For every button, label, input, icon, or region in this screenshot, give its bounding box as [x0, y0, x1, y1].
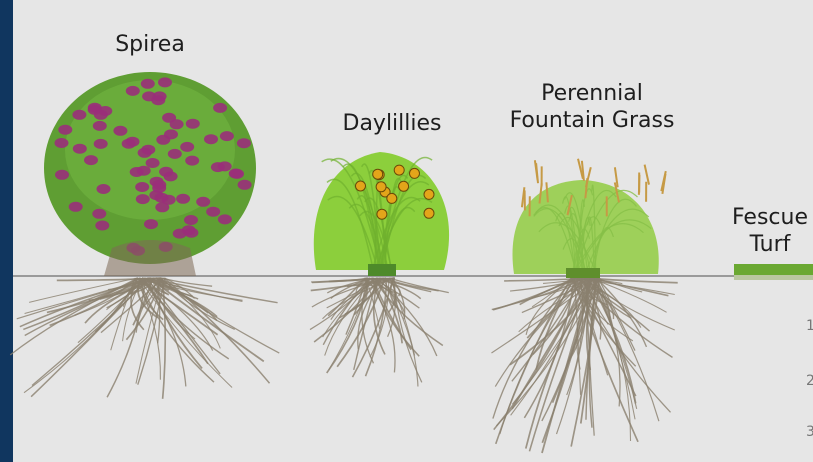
spirea-flower [238, 180, 252, 190]
spirea-flower [184, 215, 198, 225]
fountain-grass-label-line-1: Perennial [494, 80, 690, 107]
spirea-flower [218, 161, 232, 171]
spirea-flower [94, 110, 108, 120]
spirea-flower [84, 155, 98, 165]
spirea-flower [184, 228, 198, 238]
svg-text:2: 2 [806, 373, 813, 389]
spirea-flower [138, 148, 152, 158]
spirea-flower [72, 110, 86, 120]
spirea-shrub [44, 72, 256, 276]
fountain-grass-clump [512, 159, 665, 278]
daylily-flower [410, 168, 420, 178]
spirea-flower [126, 137, 140, 147]
spirea-flower [162, 195, 176, 205]
daylily-flower [424, 208, 434, 218]
fescue-turf-patch [734, 264, 813, 280]
fountain-grass-label-line-2: Fountain Grass [494, 107, 690, 134]
spirea-flower [94, 139, 108, 149]
spirea-flower [158, 77, 172, 87]
spirea-flower [146, 158, 160, 168]
spirea-flower [164, 129, 178, 139]
spirea-label: Spirea [104, 31, 196, 58]
spirea-flower [220, 131, 234, 141]
spirea-flower [135, 182, 149, 192]
daylily-flower [373, 169, 383, 179]
spirea-flower [230, 169, 244, 179]
daylily-flower [387, 193, 397, 203]
spirea-flower [69, 202, 83, 212]
spirea-flower [126, 86, 140, 96]
fountain-grass-label: Perennial Fountain Grass [494, 80, 690, 134]
daylily-roots [310, 278, 449, 386]
spirea-flower [73, 144, 87, 154]
spirea-flower [176, 194, 190, 204]
daylily-flower [394, 165, 404, 175]
spirea-flower [55, 170, 69, 180]
daylily-flower [399, 181, 409, 191]
spirea-flower [206, 207, 220, 217]
spirea-flower [168, 149, 182, 159]
daylily-flower [377, 209, 387, 219]
right-edge-ruler-marks: 1 2 3 [806, 318, 813, 440]
spirea-flower [186, 119, 200, 129]
daylily-flower [356, 181, 366, 191]
spirea-label-line: Spirea [104, 31, 196, 58]
daylilies-label-line: Daylillies [326, 110, 458, 137]
spirea-flower [170, 119, 184, 129]
spirea-flower [237, 138, 251, 148]
daylily-flower [424, 189, 434, 199]
spirea-flower [159, 167, 173, 177]
spirea-flower [137, 166, 151, 176]
spirea-flower [196, 197, 210, 207]
spirea-flower [153, 91, 167, 101]
spirea-flower [136, 194, 150, 204]
spirea-flower [93, 121, 107, 131]
spirea-flower [204, 134, 218, 144]
spirea-flower [141, 79, 155, 89]
fescue-turf-label-line-1: Fescue [728, 204, 812, 231]
spirea-flower [218, 214, 232, 224]
spirea-flower [144, 219, 158, 229]
grass-plume [535, 160, 538, 180]
daylily-clump [314, 152, 449, 276]
spirea-roots [10, 278, 279, 399]
spirea-flower [213, 103, 227, 113]
fescue-turf-label: Fescue Turf [728, 204, 812, 258]
spirea-flower [113, 126, 127, 136]
spirea-flower [92, 209, 106, 219]
fescue-turf-label-line-2: Turf [728, 231, 812, 258]
spirea-flower [55, 138, 69, 148]
spirea-flower [58, 125, 72, 135]
fountain-grass-roots [491, 278, 677, 453]
spirea-flower [95, 221, 109, 231]
spirea-flower [97, 184, 111, 194]
svg-text:1: 1 [806, 318, 813, 334]
svg-text:3: 3 [806, 424, 813, 440]
daylilies-label: Daylillies [326, 110, 458, 137]
spirea-flower [152, 183, 166, 193]
grass-plume [645, 165, 649, 185]
daylily-flower [376, 182, 386, 192]
spirea-flower [180, 142, 194, 152]
spirea-flower [185, 156, 199, 166]
